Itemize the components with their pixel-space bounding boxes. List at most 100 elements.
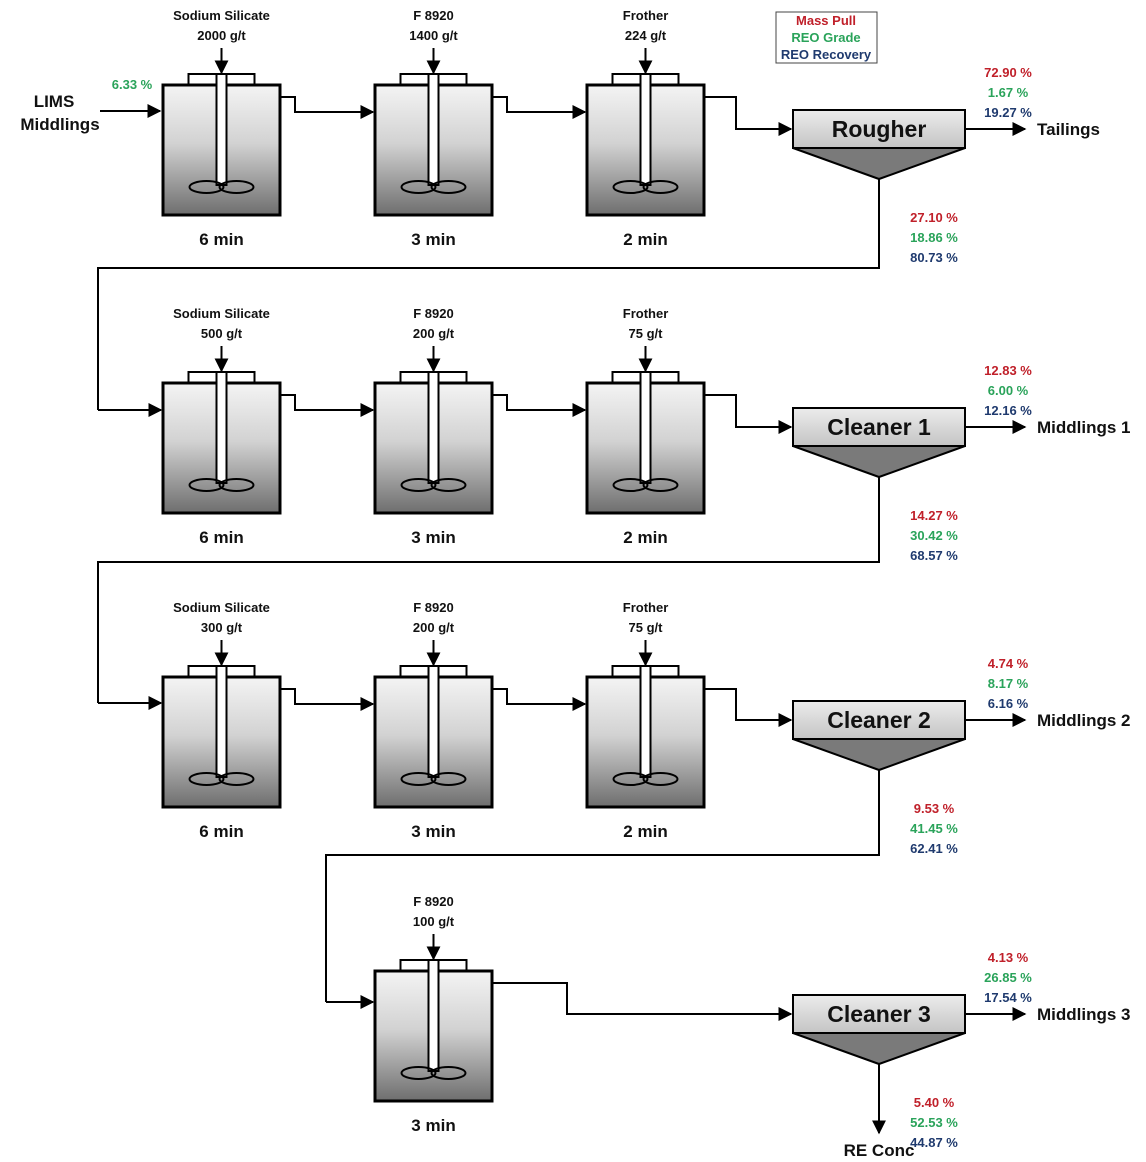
conc-reo-recovery: 62.41 % — [910, 841, 958, 856]
cell-body — [792, 407, 966, 447]
tailings-stream-name: Middlings 1 — [1037, 418, 1131, 437]
tank-to-cell-flow — [704, 688, 793, 727]
agitator-shaft — [639, 371, 652, 484]
concentrate-return-line — [97, 477, 880, 703]
flotation-cell: Cleaner 1 Middlings 1 12.83 % 6.00 % 12.16 %… — [792, 363, 1131, 563]
tail-reo-recovery: 12.16 % — [984, 403, 1032, 418]
tank-to-tank-flow — [492, 688, 587, 711]
residence-time: 3 min — [411, 1116, 455, 1135]
flotation-cell: Rougher Tailings 72.90 % 1.67 % 19.27 % 27.10… — [792, 65, 1100, 265]
impeller-blade — [400, 180, 437, 194]
tail-mass-pull: 72.90 % — [984, 65, 1032, 80]
tail-reo-grade: 8.17 % — [988, 676, 1029, 691]
residence-time: 2 min — [623, 230, 667, 249]
legend-reo-recovery: REO Recovery — [781, 47, 872, 62]
tail-reo-recovery: 17.54 % — [984, 990, 1032, 1005]
agitator-shaft — [427, 959, 440, 1072]
impeller-blade — [430, 180, 467, 194]
conc-mass-pull: 9.53 % — [914, 801, 955, 816]
tail-mass-pull: 4.13 % — [988, 950, 1029, 965]
tailings-stream-name: Middlings 2 — [1037, 711, 1131, 730]
agitator-shaft — [639, 73, 652, 186]
reagent-name: F 8920 — [413, 600, 453, 615]
reagent-dose: 200 g/t — [413, 620, 455, 635]
impeller-blade — [218, 180, 255, 194]
cell-name: Cleaner 3 — [827, 1001, 931, 1027]
impeller-blade — [430, 478, 467, 492]
cell-cone — [792, 147, 966, 181]
tank-to-cell-flow — [704, 394, 793, 434]
tailings-stream-name: Tailings — [1037, 120, 1100, 139]
cell-cone — [792, 445, 966, 479]
mixing-tank: F 8920 100 g/t 3 min — [373, 894, 494, 1135]
conc-mass-pull: 27.10 % — [910, 210, 958, 225]
cell-name: Cleaner 1 — [827, 414, 931, 440]
legend-reo-grade: REO Grade — [791, 30, 860, 45]
reagent-dose: 500 g/t — [201, 326, 243, 341]
residence-time: 3 min — [411, 230, 455, 249]
feed-label-line2: Middlings — [20, 115, 99, 134]
feed-grade: 6.33 % — [112, 77, 153, 92]
tail-mass-pull: 12.83 % — [984, 363, 1032, 378]
impeller-blade — [612, 478, 649, 492]
legend-box — [775, 11, 878, 64]
agitator-shaft — [639, 665, 652, 778]
final-product-label: RE Conc — [844, 1141, 915, 1160]
impeller-blade — [188, 478, 225, 492]
reagent-name: Frother — [623, 600, 669, 615]
reagent-dose: 75 g/t — [629, 326, 664, 341]
concentrate-return-line — [325, 770, 880, 1002]
reagent-name: Sodium Silicate — [173, 306, 270, 321]
residence-time: 6 min — [199, 528, 243, 547]
cell-body — [792, 700, 966, 740]
residence-time: 3 min — [411, 822, 455, 841]
impeller-blade — [642, 180, 679, 194]
mixing-tank: Sodium Silicate 500 g/t 6 min — [161, 306, 282, 547]
conc-mass-pull: 14.27 % — [910, 508, 958, 523]
tail-reo-grade: 6.00 % — [988, 383, 1029, 398]
tail-mass-pull: 4.74 % — [988, 656, 1029, 671]
reagent-dose: 1400 g/t — [409, 28, 458, 43]
tail-reo-grade: 26.85 % — [984, 970, 1032, 985]
conc-reo-grade: 30.42 % — [910, 528, 958, 543]
cell-cone — [792, 1032, 966, 1066]
tail-reo-recovery: 19.27 % — [984, 105, 1032, 120]
legend-mass-pull: Mass Pull — [796, 13, 856, 28]
legend: Mass Pull REO Grade REO Recovery — [775, 11, 878, 64]
cell-name: Rougher — [832, 116, 927, 142]
reagent-dose: 100 g/t — [413, 914, 455, 929]
tank-to-tank-flow — [280, 96, 375, 119]
impeller-blade — [400, 772, 437, 786]
impeller-blade — [642, 478, 679, 492]
reagent-dose: 300 g/t — [201, 620, 243, 635]
reagent-dose: 75 g/t — [629, 620, 664, 635]
conc-reo-grade: 18.86 % — [910, 230, 958, 245]
flotation-cell: Cleaner 2 Middlings 2 4.74 % 8.17 % 6.16 % 9.… — [792, 656, 1131, 856]
impeller-blade — [218, 478, 255, 492]
impeller-blade — [188, 180, 225, 194]
cell-name: Cleaner 2 — [827, 707, 931, 733]
tail-reo-recovery: 6.16 % — [988, 696, 1029, 711]
reagent-name: Frother — [623, 8, 669, 23]
impeller-blade — [430, 1066, 467, 1080]
impeller-blade — [218, 772, 255, 786]
conc-reo-recovery: 68.57 % — [910, 548, 958, 563]
feed-stream: LIMS Middlings 6.33 % — [20, 77, 162, 134]
tank-to-cell-flow — [704, 96, 793, 136]
cell-cone — [792, 738, 966, 772]
impeller-blade — [612, 772, 649, 786]
feed-label-line1: LIMS — [34, 92, 75, 111]
reagent-name: F 8920 — [413, 894, 453, 909]
reagent-dose: 200 g/t — [413, 326, 455, 341]
tail-reo-grade: 1.67 % — [988, 85, 1029, 100]
impeller-blade — [400, 1066, 437, 1080]
agitator-shaft — [427, 371, 440, 484]
reagent-dose: 2000 g/t — [197, 28, 246, 43]
residence-time: 2 min — [623, 822, 667, 841]
